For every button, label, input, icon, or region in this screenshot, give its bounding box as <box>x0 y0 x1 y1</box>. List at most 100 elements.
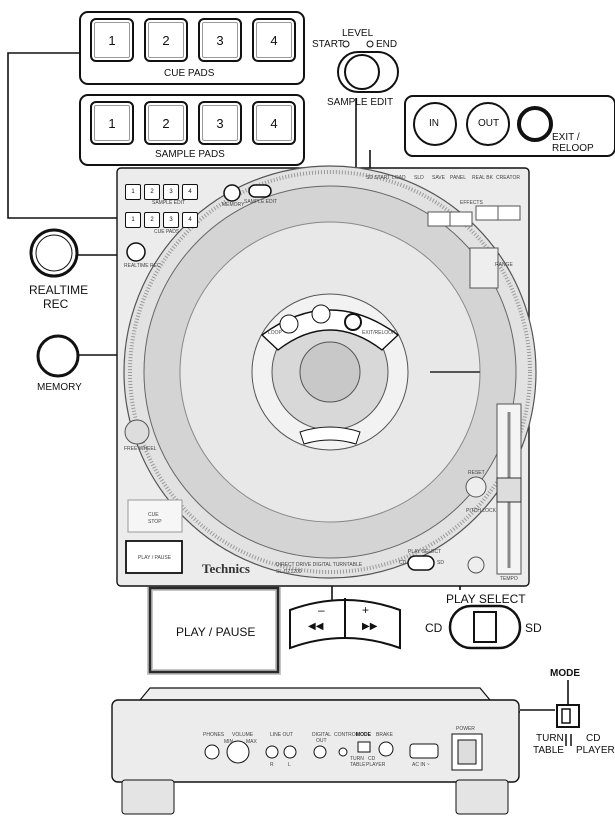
digital-out-jack[interactable] <box>313 745 327 759</box>
mini-sample-pad-4[interactable]: 4 <box>182 184 198 200</box>
fx2-minus[interactable] <box>475 205 499 221</box>
mini-play-select-label: PLAY SELECT <box>408 549 442 555</box>
loop-frame <box>404 95 615 157</box>
mode-turn: TURN <box>536 733 564 744</box>
rear-power: POWER <box>456 726 475 732</box>
search-plus-label: + <box>362 603 370 617</box>
sample-pad-4[interactable]: 4 <box>252 101 296 145</box>
cue-pad-1[interactable]: 1 <box>90 18 134 62</box>
fx2-plus[interactable] <box>497 205 521 221</box>
reset-button[interactable] <box>465 476 487 498</box>
mini-sample-title: SAMPLE EDIT <box>152 200 186 206</box>
rear-max: MAX <box>246 739 257 745</box>
realtime-rec-ring <box>35 234 73 272</box>
start-led <box>342 40 350 48</box>
end-led <box>366 40 374 48</box>
free-wheel-button[interactable] <box>124 419 150 445</box>
mini-search-buttons[interactable] <box>299 426 361 445</box>
volume-knob[interactable] <box>226 740 250 764</box>
mini-cue-title: CUE PADS <box>154 229 180 235</box>
realtime-rec-button[interactable] <box>29 228 79 278</box>
sample-edit-title: SAMPLE EDIT <box>327 97 394 108</box>
mini-top-2: SLD <box>414 175 424 181</box>
mini-sample-pad-1[interactable]: 1 <box>125 184 141 200</box>
mini-top-1: LOAD <box>392 175 406 181</box>
start-label: START <box>312 39 344 50</box>
line-out-r[interactable] <box>265 745 279 759</box>
mini-loop-label: LOOP <box>268 330 282 336</box>
rear-line-out: LINE OUT <box>270 732 294 738</box>
mode-title: MODE <box>550 668 580 679</box>
rear-mode-switch[interactable] <box>357 741 371 753</box>
phones-jack[interactable] <box>204 744 220 760</box>
mini-cue-pad-3[interactable]: 3 <box>163 212 179 228</box>
exit-reloop-button[interactable] <box>517 106 553 142</box>
mini-exit-button[interactable] <box>344 313 362 331</box>
memory-button[interactable] <box>36 334 80 378</box>
mini-cue-pad-1[interactable]: 1 <box>125 212 141 228</box>
play-select-slider[interactable] <box>473 611 497 643</box>
mini-realtime-button[interactable] <box>126 242 146 262</box>
pitch-button[interactable] <box>467 556 485 574</box>
sample-pad-2[interactable]: 2 <box>144 101 188 145</box>
mini-sample-edit-knob[interactable] <box>248 184 272 198</box>
mini-pitch-label: PITCH LOCK <box>466 508 497 514</box>
mini-sd-label: SD <box>437 560 444 566</box>
mini-play-pause-button[interactable] <box>125 540 183 574</box>
mini-top-0: SD START <box>366 175 391 181</box>
mini-reset-label: RESET <box>468 470 485 476</box>
fx-minus[interactable] <box>427 211 451 227</box>
brand-logo: Technics <box>202 561 250 576</box>
mini-cue-pad-2[interactable]: 2 <box>144 212 160 228</box>
rear-cd: CD <box>368 756 376 762</box>
cue-pad-3[interactable]: 3 <box>198 18 242 62</box>
range-lever[interactable] <box>469 247 499 289</box>
sample-pad-3[interactable]: 3 <box>198 101 242 145</box>
mini-top-5: REAL BK <box>472 175 493 181</box>
rear-out: OUT <box>316 738 327 744</box>
ac-in-socket[interactable] <box>409 743 439 759</box>
mini-memory-button[interactable] <box>223 184 241 202</box>
sample-edit-knob[interactable] <box>344 54 380 90</box>
reloop-label: RELOOP <box>552 143 594 154</box>
play-pause-label: PLAY / PAUSE <box>176 625 256 639</box>
cue-button[interactable] <box>127 499 183 533</box>
memory-label: MEMORY <box>37 382 82 393</box>
out-button[interactable] <box>466 102 510 146</box>
rear-player: PLAYER <box>366 762 386 768</box>
rear-turn: TURN <box>350 756 364 762</box>
rear-volume: VOLUME <box>232 732 254 738</box>
mini-play-select-switch[interactable] <box>407 555 435 571</box>
line-out-l[interactable] <box>283 745 297 759</box>
rec-label: REC <box>43 297 69 311</box>
mini-sample-pad-3[interactable]: 3 <box>163 184 179 200</box>
mini-tempo-label: TEMPO <box>500 576 518 582</box>
mini-out-button[interactable] <box>311 304 331 324</box>
rear-phones: PHONES <box>203 732 225 738</box>
mini-free-label: FREE WHEEL <box>124 446 157 452</box>
platter-dots <box>128 170 532 574</box>
sample-pad-1[interactable]: 1 <box>90 101 134 145</box>
mini-sample-pad-2[interactable]: 2 <box>144 184 160 200</box>
play-pause-shadow <box>147 585 281 675</box>
fx-plus[interactable] <box>449 211 473 227</box>
search-minus-label: – <box>318 603 325 617</box>
mini-cue-pad-4[interactable]: 4 <box>182 212 198 228</box>
rear-l: L <box>288 762 291 768</box>
mini-play-label: PLAY / PAUSE <box>138 555 172 561</box>
cue-pad-4[interactable]: 4 <box>252 18 296 62</box>
tempo-slider-knob[interactable] <box>496 477 522 503</box>
mini-cd-label: CD <box>399 560 407 566</box>
in-button[interactable] <box>413 102 457 146</box>
mini-realtime-label: REALTIME REC <box>124 263 161 269</box>
center-hub <box>299 341 361 403</box>
cue-pads-frame <box>79 11 305 85</box>
control-jack[interactable] <box>338 747 348 757</box>
rear-foot-left <box>121 779 175 815</box>
mini-fx-label: EFFECTS <box>460 200 483 206</box>
brake-knob[interactable] <box>378 741 394 757</box>
play-pause-button[interactable] <box>148 586 280 674</box>
fast-forward-icon: ▶▶ <box>362 621 378 632</box>
cue-pad-2[interactable]: 2 <box>144 18 188 62</box>
mini-in-button[interactable] <box>279 314 299 334</box>
